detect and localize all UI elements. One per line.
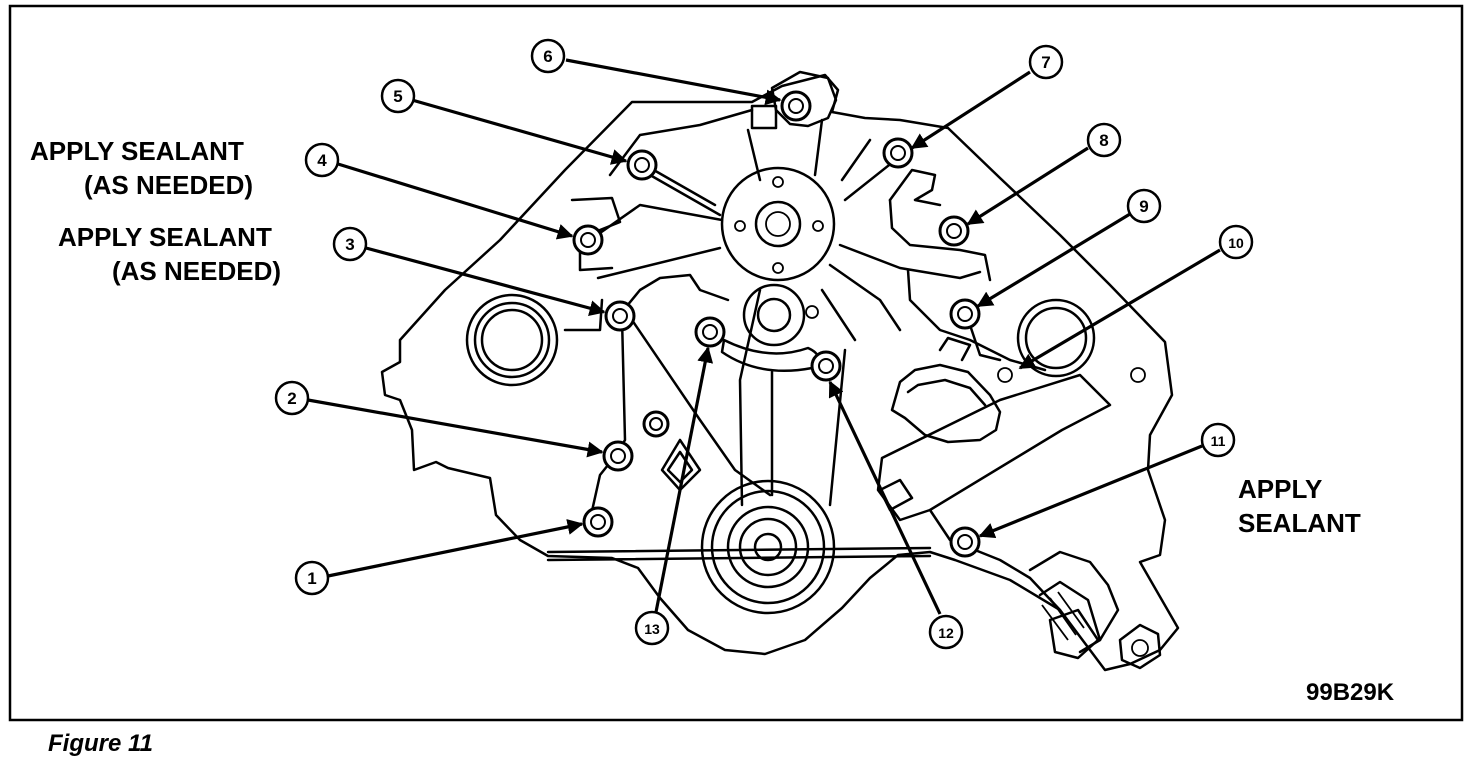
leader-13 [654, 346, 714, 613]
timing-cover [380, 73, 1180, 672]
svg-text:1: 1 [307, 569, 316, 588]
svg-text:11: 11 [1211, 433, 1226, 449]
bolt-8 [938, 215, 970, 247]
sealant-note-2-line2: (AS NEEDED) [112, 256, 281, 286]
callout-8: 8 [1086, 122, 1122, 158]
idler-boss [742, 283, 819, 347]
svg-text:12: 12 [938, 625, 954, 641]
sealant-note-1-line2: (AS NEEDED) [84, 170, 253, 200]
sealant-note-2-line1: APPLY SEALANT [58, 222, 272, 252]
right-boss [997, 298, 1146, 383]
crankshaft-seal [700, 479, 836, 615]
leader-lines [307, 58, 1221, 615]
bolt-4 [572, 224, 604, 256]
leader-7 [910, 70, 1031, 150]
callout-4: 4 [304, 142, 340, 178]
callout-10: 10 [1218, 224, 1254, 260]
figure-code: 99B29K [1306, 679, 1395, 706]
callout-7: 7 [1028, 44, 1064, 80]
leader-12 [828, 380, 942, 615]
bolt-9 [949, 298, 981, 330]
svg-text:10: 10 [1228, 235, 1244, 251]
callout-9: 9 [1126, 188, 1162, 224]
leader-4 [337, 162, 574, 240]
leader-5 [411, 98, 628, 165]
svg-text:8: 8 [1099, 131, 1108, 150]
svg-text:5: 5 [393, 87, 402, 106]
sealant-note-3-line1: APPLY [1238, 474, 1322, 504]
bolt-7 [882, 137, 914, 169]
callout-1: 1 [294, 560, 330, 596]
callout-11: 11 [1200, 422, 1236, 458]
callout-6: 6 [530, 38, 566, 74]
callout-5: 5 [380, 78, 416, 114]
callout-2: 2 [274, 380, 310, 416]
svg-text:3: 3 [345, 235, 354, 254]
svg-text:4: 4 [317, 151, 327, 170]
bolt-1 [582, 506, 614, 538]
callout-13: 13 [634, 610, 670, 646]
leader-8 [966, 146, 1089, 226]
bolt-3 [604, 300, 636, 332]
svg-text:13: 13 [644, 621, 660, 637]
callout-12: 12 [928, 614, 964, 650]
leader-3 [365, 246, 606, 316]
svg-text:6: 6 [543, 47, 552, 66]
bolt-6 [780, 90, 812, 122]
bolt-11 [949, 526, 981, 558]
sealant-note-3-line2: SEALANT [1238, 508, 1361, 538]
svg-text:2: 2 [287, 389, 296, 408]
figure-frame [8, 4, 1464, 722]
figure-caption: Figure 11 [48, 730, 153, 757]
bolt-5 [626, 149, 658, 181]
svg-text:7: 7 [1041, 53, 1050, 72]
svg-text:9: 9 [1139, 197, 1148, 216]
leader-11 [978, 444, 1203, 539]
water-pump-hub [720, 166, 836, 282]
callout-3: 3 [332, 226, 368, 262]
leader-10 [1018, 248, 1221, 370]
sensor-housing [876, 336, 1162, 670]
left-boss [465, 293, 559, 387]
bolt-extra [642, 410, 670, 438]
sealant-note-1-line1: APPLY SEALANT [30, 136, 244, 166]
leader-2 [307, 398, 604, 458]
leader-6 [565, 58, 782, 106]
leader-9 [976, 212, 1131, 308]
bolt-13 [694, 316, 726, 348]
leader-1 [327, 519, 584, 578]
bolt-12 [810, 350, 842, 382]
top-tab [750, 70, 838, 130]
bolt-2 [602, 440, 634, 472]
